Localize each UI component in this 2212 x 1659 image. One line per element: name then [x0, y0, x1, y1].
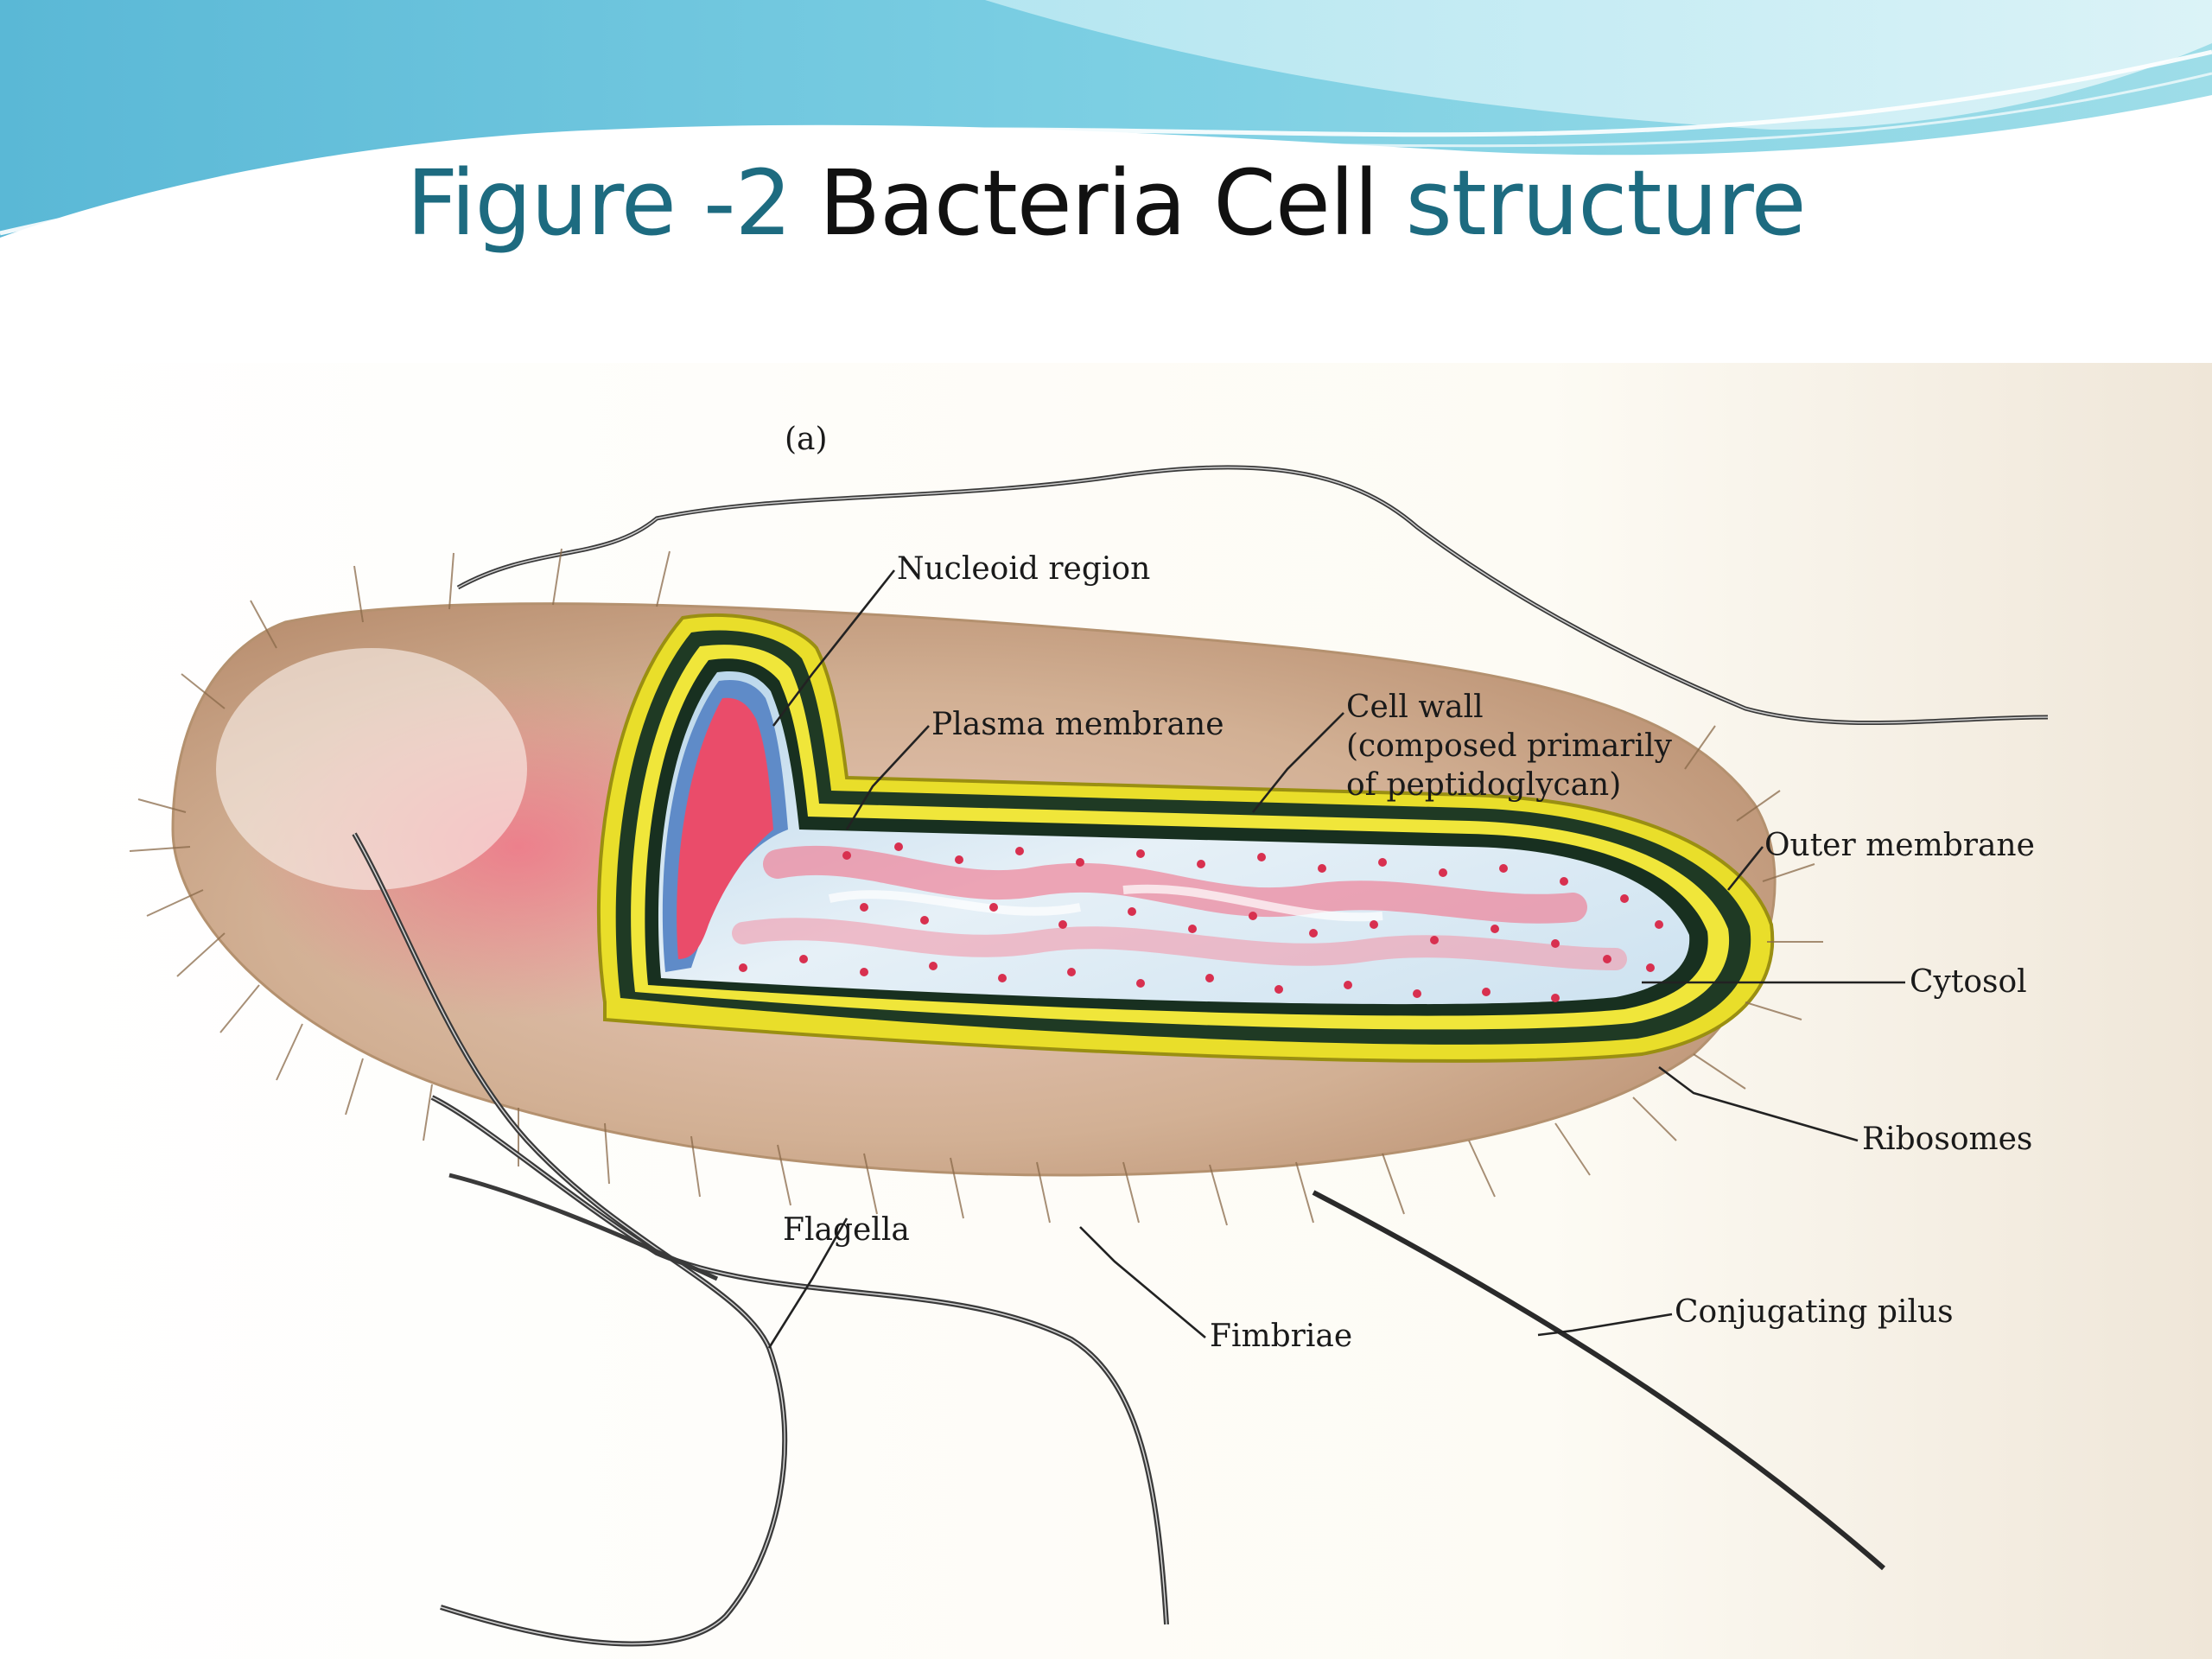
- slide-title: Figure -2 Bacteria Cell structure: [0, 154, 2212, 252]
- flagella: [352, 832, 1169, 1647]
- label-plasma-membrane: Plasma membrane: [931, 707, 1224, 742]
- header-wave-decoration: [0, 0, 2212, 248]
- label-outer-membrane: Outer membrane: [1764, 828, 2035, 863]
- panel-tag: (a): [785, 422, 828, 457]
- title-figure-number: Figure -2: [406, 150, 791, 256]
- cell-cutaway: [596, 613, 1775, 1063]
- conjugating-pilus: [1312, 1190, 1885, 1571]
- ribosome-dots: [739, 842, 1663, 1002]
- cytosol-region: [658, 671, 1690, 1005]
- nucleoid-region: [677, 697, 773, 959]
- label-cell-wall-detail-1: (composed primarily: [1346, 728, 1673, 764]
- fimbriae-hairs: [129, 548, 1823, 1226]
- bacteria-cell-diagram: (a): [0, 363, 2212, 1659]
- label-cell-wall-detail-2: of peptidoglycan): [1346, 767, 1621, 803]
- label-leader-lines: [767, 569, 1905, 1349]
- title-subject: Bacteria Cell: [818, 150, 1379, 256]
- label-conjugating-pilus: Conjugating pilus: [1675, 1294, 1954, 1330]
- label-flagella: Flagella: [783, 1212, 910, 1248]
- label-ribosomes: Ribosomes: [1862, 1122, 2032, 1157]
- label-nucleoid-region: Nucleoid region: [897, 551, 1150, 587]
- label-fimbriae: Fimbriae: [1210, 1319, 1352, 1354]
- label-cell-wall: Cell wall: [1346, 690, 1484, 725]
- label-cytosol: Cytosol: [1910, 964, 2027, 1000]
- title-structure: structure: [1405, 150, 1807, 256]
